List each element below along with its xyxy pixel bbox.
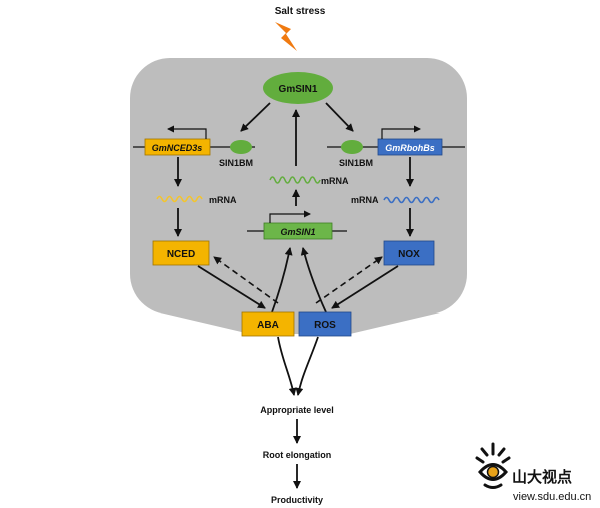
rbohbs-mrna-wave [383, 196, 440, 204]
nced-enzyme-box [152, 240, 210, 266]
rbohbs-gene-label: GmRbohBs [385, 143, 435, 153]
nced3s-mrna-wave [156, 195, 203, 203]
sin1bm-right-label: SIN1BM [339, 158, 373, 168]
nced3s-gene-label: GmNCED3s [152, 143, 203, 153]
gmsin1-mrna-label: mRNA [321, 176, 349, 186]
nced3s-gene-locus [133, 125, 255, 156]
gmsin1-gene-locus [247, 210, 347, 240]
rbohbs-mrna-label: mRNA [351, 195, 379, 205]
watermark-url: view.sdu.edu.cn [513, 491, 591, 503]
sin1bm-right-site [341, 140, 363, 154]
arrow-protein-to-sin1bm-right [325, 102, 354, 132]
productivity-label: Productivity [271, 495, 323, 505]
sin1bm-left-label: SIN1BM [219, 158, 253, 168]
gmsin1-protein-label: GmSIN1 [279, 84, 318, 95]
nox-enzyme-label: NOX [398, 249, 420, 260]
arrow-nox-to-ros [331, 265, 399, 309]
arrow-aba-to-gmsin1-gene [271, 247, 293, 313]
ros-box [298, 311, 352, 337]
rbohbs-gene-locus [327, 125, 465, 156]
eye-logo-icon [475, 442, 511, 489]
nced3s-transcription-arrow [167, 125, 207, 139]
gmsin1-mrna-wave [269, 176, 321, 184]
nced3s-gene-box [144, 138, 211, 156]
dashed-aba-to-nced [213, 256, 279, 304]
nced3s-mrna-label: mRNA [209, 195, 237, 205]
gmsin1-protein [263, 72, 333, 104]
rbohbs-gene-box [377, 138, 443, 156]
arrow-protein-to-sin1bm-left [240, 102, 271, 132]
nox-enzyme-box [383, 240, 435, 266]
aba-label: ABA [257, 320, 279, 331]
gmsin1-transcription-arrow [269, 210, 311, 223]
arrow-nced-to-aba [197, 265, 266, 309]
root-elongation-label: Root elongation [263, 450, 332, 460]
dashed-ros-to-nox [315, 256, 383, 304]
sin1bm-left-site [230, 140, 252, 154]
nced-enzyme-label: NCED [167, 249, 195, 260]
salt-stress-label: Salt stress [275, 6, 326, 17]
watermark-name: 山大视点 [512, 468, 572, 486]
arrow-ros-to-gmsin1-gene [300, 247, 327, 313]
arrow-aba-to-level [277, 336, 297, 396]
gmsin1-gene-label: GmSIN1 [280, 227, 315, 237]
ros-label: ROS [314, 320, 336, 331]
rbohbs-transcription-arrow [381, 125, 421, 139]
lightning-bolt-icon [275, 22, 297, 51]
gmsin1-gene-box [263, 222, 333, 240]
aba-box [241, 311, 295, 337]
arrow-ros-to-level [295, 336, 319, 396]
appropriate-level-label: Appropriate level [260, 405, 334, 415]
